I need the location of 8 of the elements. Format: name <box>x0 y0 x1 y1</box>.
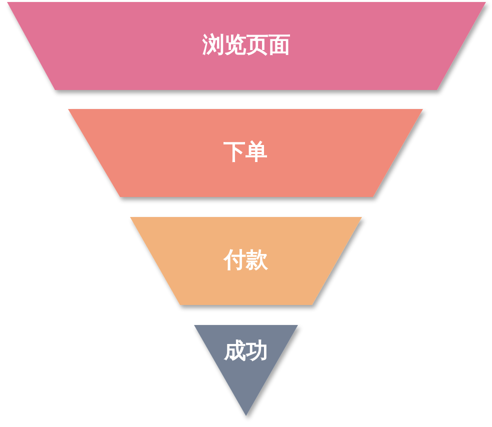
funnel-segment <box>130 217 362 305</box>
stage-label: 下单 <box>224 139 268 167</box>
stage-label: 成功 <box>224 338 268 366</box>
stage-label: 浏览页面 <box>202 32 290 60</box>
funnel-segment <box>68 109 423 197</box>
funnel-segment <box>7 2 486 90</box>
funnel-tip-triangle <box>194 325 298 416</box>
stage-label: 付款 <box>224 247 268 275</box>
